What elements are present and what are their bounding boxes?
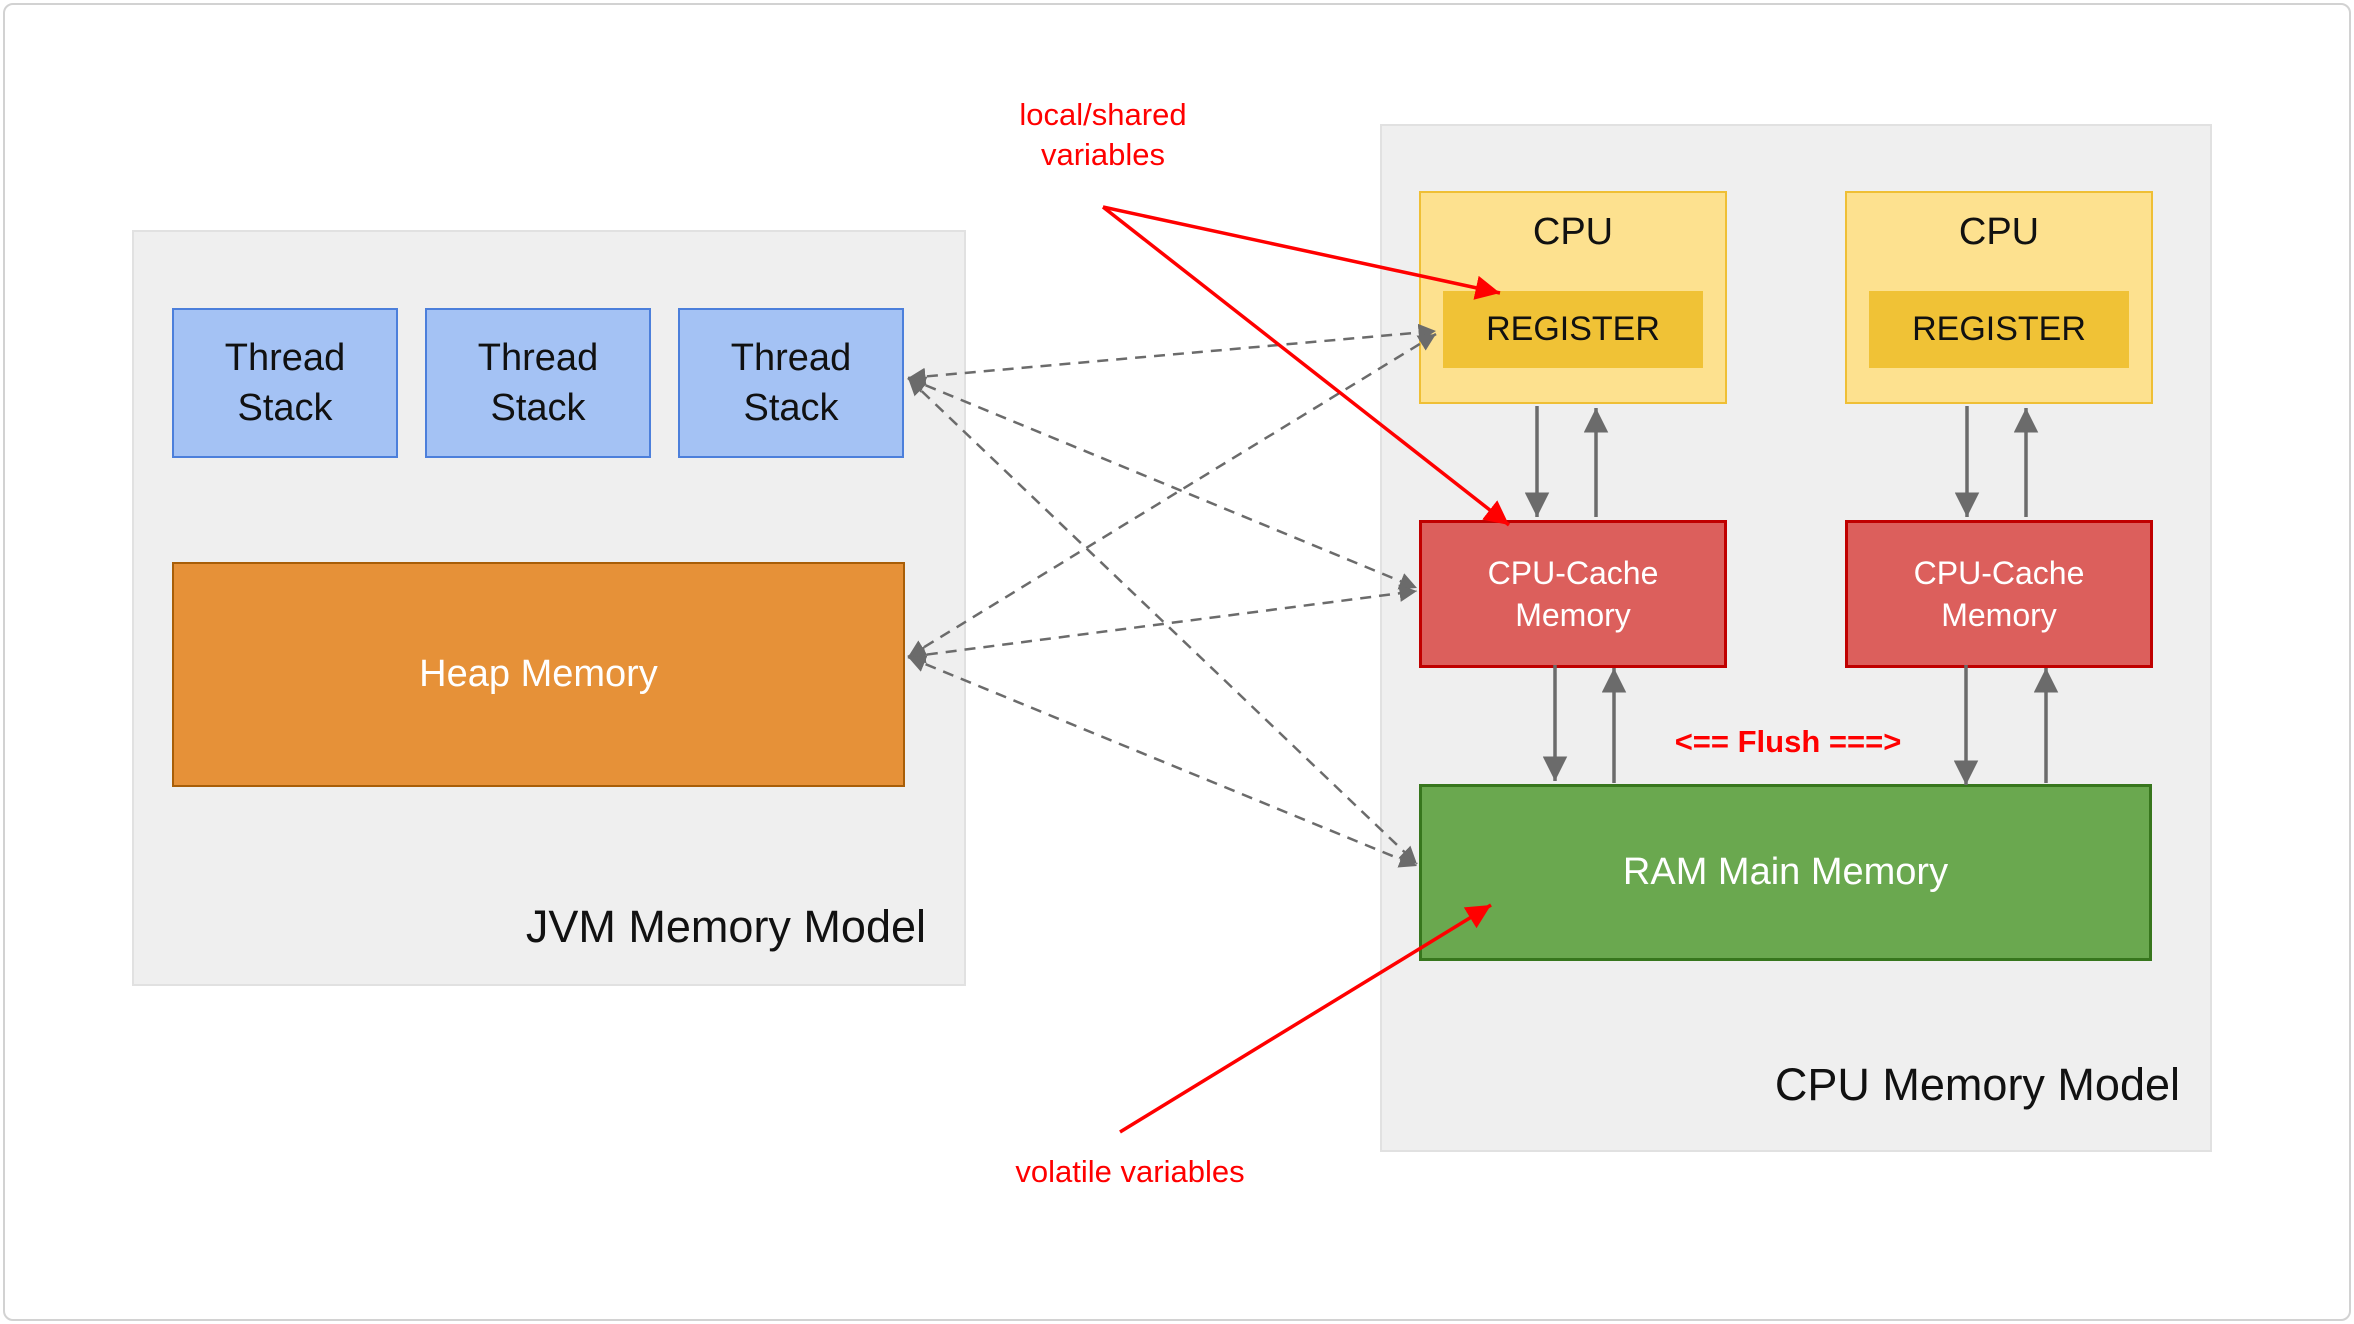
cpu-box-2: CPU REGISTER [1845, 191, 2153, 404]
thread-stack-box-3: Thread Stack [678, 308, 904, 458]
jvm-panel-title: JVM Memory Model [525, 901, 926, 952]
dashed-arrow-threadstack-ram [907, 377, 1418, 865]
register-label: REGISTER [1912, 310, 2086, 348]
flush-annotation: <== Flush ===> [1674, 724, 1902, 759]
dashed-arrow-heap-ram [907, 655, 1418, 868]
heap-memory-box: Heap Memory [172, 562, 905, 787]
ram-label: RAM Main Memory [1622, 851, 1949, 893]
thread-stack-box-1: Thread Stack [172, 308, 398, 458]
ram-main-memory-box: RAM Main Memory [1419, 784, 2152, 961]
cpu-panel-title: CPU Memory Model [1774, 1059, 2180, 1110]
cpu-label: CPU [1958, 211, 2040, 253]
cpu-cache-label: CPU-Cache Memory [1913, 555, 2085, 633]
local-shared-variables-annotation: local/shared variables [1019, 97, 1187, 172]
cpu-cache-box-2: CPU-Cache Memory [1845, 520, 2153, 668]
dashed-arrow-heap-cache [907, 584, 1418, 664]
dashed-arrow-heap-register [907, 332, 1437, 659]
thread-stack-box-2: Thread Stack [425, 308, 651, 458]
register-box-2: REGISTER [1869, 291, 2129, 368]
cpu-label: CPU [1532, 211, 1614, 253]
cpu-cache-label: CPU-Cache Memory [1487, 555, 1659, 633]
register-box-1: REGISTER [1443, 291, 1703, 368]
thread-stack-label: Thread Stack [224, 337, 346, 429]
volatile-variables-annotation: volatile variables [1015, 1154, 1245, 1189]
dashed-arrow-threadstack-cache [907, 376, 1418, 590]
thread-stack-label: Thread Stack [730, 337, 852, 429]
cpu-box-1: CPU REGISTER [1419, 191, 1727, 404]
dashed-arrow-threadstack-register [907, 323, 1437, 386]
thread-stack-label: Thread Stack [477, 337, 599, 429]
heap-memory-label: Heap Memory [419, 653, 658, 695]
cpu-cache-box-1: CPU-Cache Memory [1419, 520, 1727, 668]
register-label: REGISTER [1486, 310, 1660, 348]
